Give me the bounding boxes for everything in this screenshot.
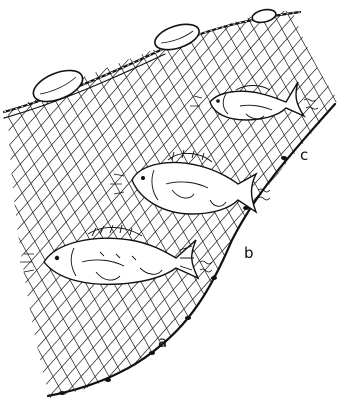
fish-a (20, 225, 212, 284)
label-c: c (300, 146, 308, 164)
fish-b (110, 150, 270, 214)
label-a: a (158, 333, 167, 351)
label-b: b (244, 244, 254, 262)
float-middle (152, 19, 203, 54)
float-right (251, 8, 277, 25)
